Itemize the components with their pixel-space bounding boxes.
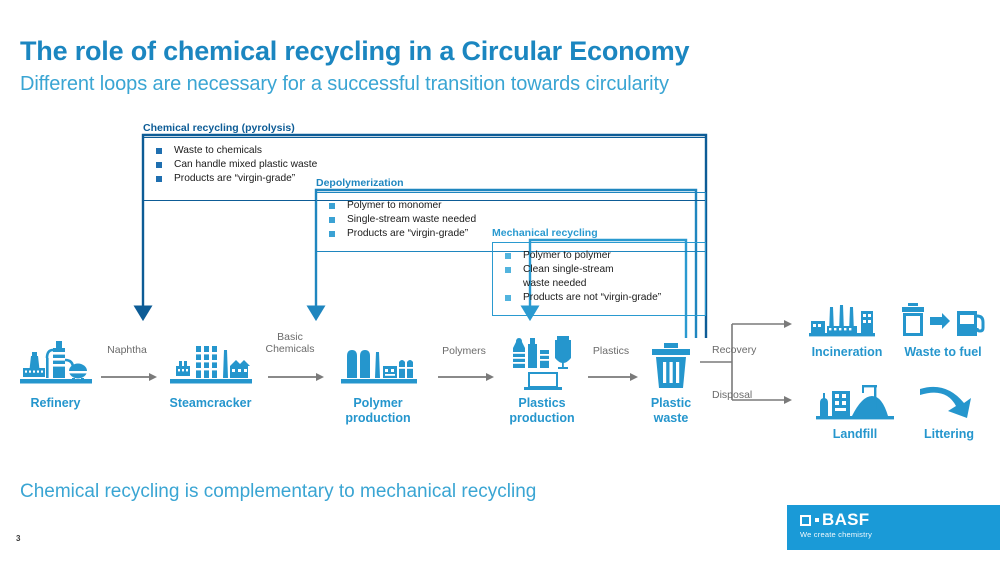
node-label-line1: Polymer <box>353 396 403 410</box>
landfill-icon <box>816 385 894 420</box>
bullet-list: Waste to chemicals Can handle mixed plas… <box>144 138 705 192</box>
takeaway-statement: Chemical recycling is complementary to m… <box>20 481 537 502</box>
bullet-list: Polymer to monomer Single-stream waste n… <box>317 193 705 247</box>
node-label: Plastic waste <box>636 396 706 426</box>
branch-label-disposal: Disposal <box>712 389 753 401</box>
bullet-square-icon <box>156 148 162 154</box>
waste-to-fuel-icon <box>902 303 985 336</box>
logo-wordmark-row: BASF <box>800 510 870 529</box>
list-item: Clean single-stream <box>501 263 697 277</box>
node-label-line2: production <box>509 411 575 425</box>
list-item: Products are “virgin-grade” <box>152 172 697 186</box>
node-label-line2: production <box>345 411 411 425</box>
list-item: Can handle mixed plastic waste <box>152 158 697 172</box>
node-label: Refinery <box>30 396 81 410</box>
node-label: Plastics production <box>494 396 590 426</box>
callout-body: Polymer to polymer Clean single-stream w… <box>492 242 706 316</box>
bullet-text: Clean single-stream <box>523 264 614 275</box>
bullet-text: Can handle mixed plastic waste <box>174 159 318 170</box>
bullet-square-icon <box>505 253 511 259</box>
basf-logo: BASF We create chemistry <box>787 505 1000 550</box>
callout-header: Chemical recycling (pyrolysis) <box>143 122 295 134</box>
endpoint-label: Landfill <box>832 427 878 441</box>
flow-node-plastics-production: Plastics production <box>494 330 590 426</box>
bullet-square-icon <box>329 231 335 237</box>
branch-arrows-recovery-disposal <box>700 320 792 404</box>
list-item: Polymer to polymer <box>501 249 697 263</box>
list-item: Products are not “virgin-grade” <box>501 291 697 305</box>
list-item: Waste to chemicals <box>152 144 697 158</box>
callout-header: Mechanical recycling <box>492 227 598 239</box>
callout-body: Waste to chemicals Can handle mixed plas… <box>143 137 706 201</box>
arrow-steamcracker-to-polymer <box>268 373 324 381</box>
arrow-plastics-to-waste <box>588 373 638 381</box>
flow-node-refinery: Refinery <box>8 336 103 411</box>
littering-arrow-icon <box>920 386 971 418</box>
connector-label-plastics: Plastics <box>592 345 630 357</box>
bullet-list: Polymer to polymer Clean single-stream w… <box>493 243 705 311</box>
node-label-line1: Plastics <box>518 396 566 410</box>
callout-chemical-recycling: Chemical recycling (pyrolysis) Waste to … <box>143 122 706 201</box>
bullet-text: waste needed <box>523 278 587 289</box>
flow-node-plastic-waste: Plastic waste <box>636 340 706 426</box>
endpoint-label: Incineration <box>811 345 883 359</box>
bullet-square-icon <box>329 217 335 223</box>
flow-node-steamcracker: Steamcracker <box>158 336 263 411</box>
connector-label-line1: Basic <box>277 331 303 343</box>
endpoint-label: Waste to fuel <box>904 345 982 359</box>
bullet-square-icon <box>505 295 511 301</box>
list-item: Polymer to monomer <box>325 199 697 213</box>
node-label: Polymer production <box>330 396 426 426</box>
bullet-text: Polymer to polymer <box>523 250 611 261</box>
basf-square-icon <box>800 514 811 526</box>
bullet-text: Waste to chemicals <box>174 145 262 156</box>
callout-depolymerization: Depolymerization Polymer to monomer Sing… <box>316 177 706 252</box>
refinery-icon <box>19 341 92 384</box>
logo-name: BASF <box>822 510 870 529</box>
bullet-square-icon <box>156 162 162 168</box>
steamcracker-icon <box>169 346 252 384</box>
logo-tagline: We create chemistry <box>800 530 873 539</box>
node-label-line1: Plastic <box>650 396 692 410</box>
callout-mechanical-recycling: Mechanical recycling Polymer to polymer … <box>492 227 706 316</box>
connector-label-polymers: Polymers <box>442 345 486 357</box>
connector-label-naphtha: Naphtha <box>107 344 147 356</box>
polymer-plant-icon <box>341 350 417 384</box>
endpoint-incineration: Incineration <box>802 303 892 359</box>
bullet-text: Single-stream waste needed <box>347 214 477 225</box>
bullet-square-icon <box>505 267 511 273</box>
callout-body: Polymer to monomer Single-stream waste n… <box>316 192 706 252</box>
plastic-products-icon <box>513 336 571 390</box>
list-item-continuation: waste needed <box>501 277 697 291</box>
page-number: 3 <box>16 534 21 543</box>
page-subtitle: Different loops are necessary for a succ… <box>20 73 669 95</box>
endpoint-landfill: Landfill <box>808 383 902 441</box>
bullet-text: Products are “virgin-grade” <box>347 228 469 239</box>
list-item: Products are “virgin-grade” <box>325 227 697 241</box>
connector-label-line2: Chemicals <box>265 343 315 355</box>
page-title: The role of chemical recycling in a Circ… <box>20 36 690 66</box>
trash-bin-icon <box>652 343 690 388</box>
endpoint-littering: Littering <box>906 383 992 441</box>
flow-node-polymer-production: Polymer production <box>330 336 426 426</box>
node-label-line2: waste <box>653 411 689 425</box>
bullet-square-icon <box>156 176 162 182</box>
endpoint-label: Littering <box>924 427 974 441</box>
branch-label-recovery: Recovery <box>712 344 757 356</box>
endpoint-waste-to-fuel: Waste to fuel <box>893 303 993 359</box>
bullet-text: Products are “virgin-grade” <box>174 173 296 184</box>
arrow-refinery-to-steamcracker <box>101 373 157 381</box>
arrow-polymer-to-plastics <box>438 373 494 381</box>
connector-label-basic-chemicals: Basic Chemicals <box>256 331 324 355</box>
incineration-plant-icon <box>809 305 875 337</box>
basf-dot-icon <box>815 518 819 522</box>
list-item: Single-stream waste needed <box>325 213 697 227</box>
callout-header: Depolymerization <box>316 177 404 189</box>
bullet-text: Polymer to monomer <box>347 200 442 211</box>
bullet-square-icon <box>329 203 335 209</box>
bullet-text: Products are not “virgin-grade” <box>523 292 662 303</box>
node-label: Steamcracker <box>169 396 252 410</box>
